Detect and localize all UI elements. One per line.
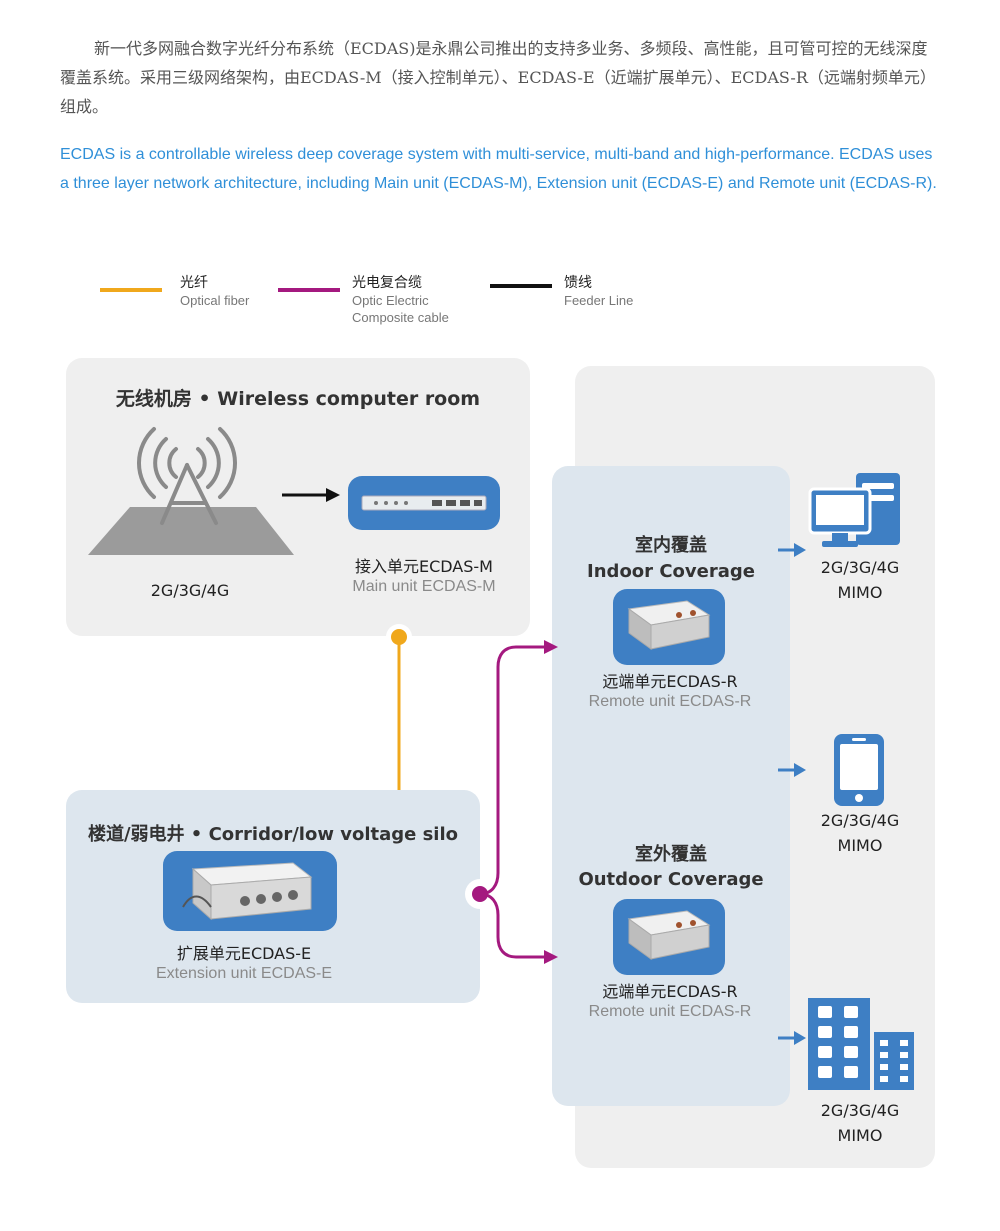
outdoor-remote-unit-device bbox=[613, 899, 725, 975]
intro-english-text: ECDAS is a controllable wireless deep co… bbox=[60, 146, 937, 192]
legend: 光纤 Optical fiber 光电复合缆 Optic Electric Co… bbox=[100, 272, 700, 332]
main-unit-label-en: Main unit ECDAS-M bbox=[352, 578, 496, 595]
outdoor-title-en: Outdoor Coverage bbox=[578, 869, 764, 890]
base-station-tower-icon bbox=[88, 427, 294, 555]
intro-chinese-text: 新一代多网融合数字光纤分布系统（ECDAS)是永鼎公司推出的支持多业务、多频段、… bbox=[60, 39, 936, 116]
legend-fiber-label-cn: 光纤 bbox=[180, 275, 208, 291]
indoor-remote-unit-label-en: Remote unit ECDAS-R bbox=[588, 693, 752, 710]
legend-fiber-label-en: Optical fiber bbox=[180, 293, 250, 308]
building-icon bbox=[808, 998, 914, 1090]
rack-unit-image bbox=[361, 495, 487, 511]
legend-composite-label-en: Optic Electric Composite cable bbox=[352, 293, 449, 325]
mobile-phone-icon bbox=[834, 734, 884, 806]
legend-feeder-label-cn: 馈线 bbox=[564, 275, 592, 291]
main-unit-label-cn: 接入单元ECDAS-M bbox=[354, 557, 493, 576]
corridor-title: 楼道/弱电井 • Corridor/low voltage silo bbox=[87, 824, 459, 845]
legend-fiber-line bbox=[100, 288, 162, 292]
optical-fiber-connector bbox=[386, 624, 412, 811]
building-band-label: 2G/3G/4G bbox=[820, 1101, 900, 1120]
legend-composite-label-cn: 光电复合缆 bbox=[352, 275, 422, 291]
legend-feeder-line bbox=[490, 284, 552, 288]
signal-arrow-phone bbox=[778, 763, 806, 777]
indoor-remote-unit-device bbox=[613, 589, 725, 665]
signal-arrow-desktop bbox=[778, 543, 806, 557]
computer-room-band-label: 2G/3G/4G bbox=[150, 581, 230, 600]
extension-box-image bbox=[182, 862, 313, 921]
extension-unit-label-cn: 扩展单元ECDAS-E bbox=[176, 944, 312, 963]
remote-units-panel bbox=[552, 466, 790, 1106]
desktop-band-label: 2G/3G/4G bbox=[820, 558, 900, 577]
legend-composite-line bbox=[278, 288, 340, 292]
legend-feeder-label-en: Feeder Line bbox=[564, 293, 634, 308]
desktop-computer-icon bbox=[808, 473, 900, 547]
outdoor-remote-unit-label-en: Remote unit ECDAS-R bbox=[588, 1003, 752, 1020]
main-unit-device bbox=[348, 476, 500, 530]
signal-arrow-building bbox=[778, 1031, 806, 1045]
indoor-title-en: Indoor Coverage bbox=[587, 561, 755, 582]
outdoor-remote-unit-label-cn: 远端单元ECDAS-R bbox=[602, 982, 738, 1001]
remote-unit-image bbox=[627, 600, 711, 650]
composite-cable-branches bbox=[465, 640, 558, 964]
phone-mode-label: MIMO bbox=[837, 836, 883, 855]
building-mode-label: MIMO bbox=[837, 1126, 883, 1145]
feeder-arrow bbox=[282, 488, 340, 502]
remote-unit-image bbox=[627, 910, 711, 960]
indoor-title-cn: 室内覆盖 bbox=[635, 535, 707, 556]
outdoor-title-cn: 室外覆盖 bbox=[635, 844, 707, 865]
phone-band-label: 2G/3G/4G bbox=[820, 811, 900, 830]
computer-room-title: 无线机房 • Wireless computer room bbox=[115, 388, 481, 410]
indoor-remote-unit-label-cn: 远端单元ECDAS-R bbox=[602, 672, 738, 691]
desktop-mode-label: MIMO bbox=[837, 583, 883, 602]
extension-unit-device bbox=[163, 851, 337, 931]
extension-unit-label-en: Extension unit ECDAS-E bbox=[155, 965, 333, 982]
